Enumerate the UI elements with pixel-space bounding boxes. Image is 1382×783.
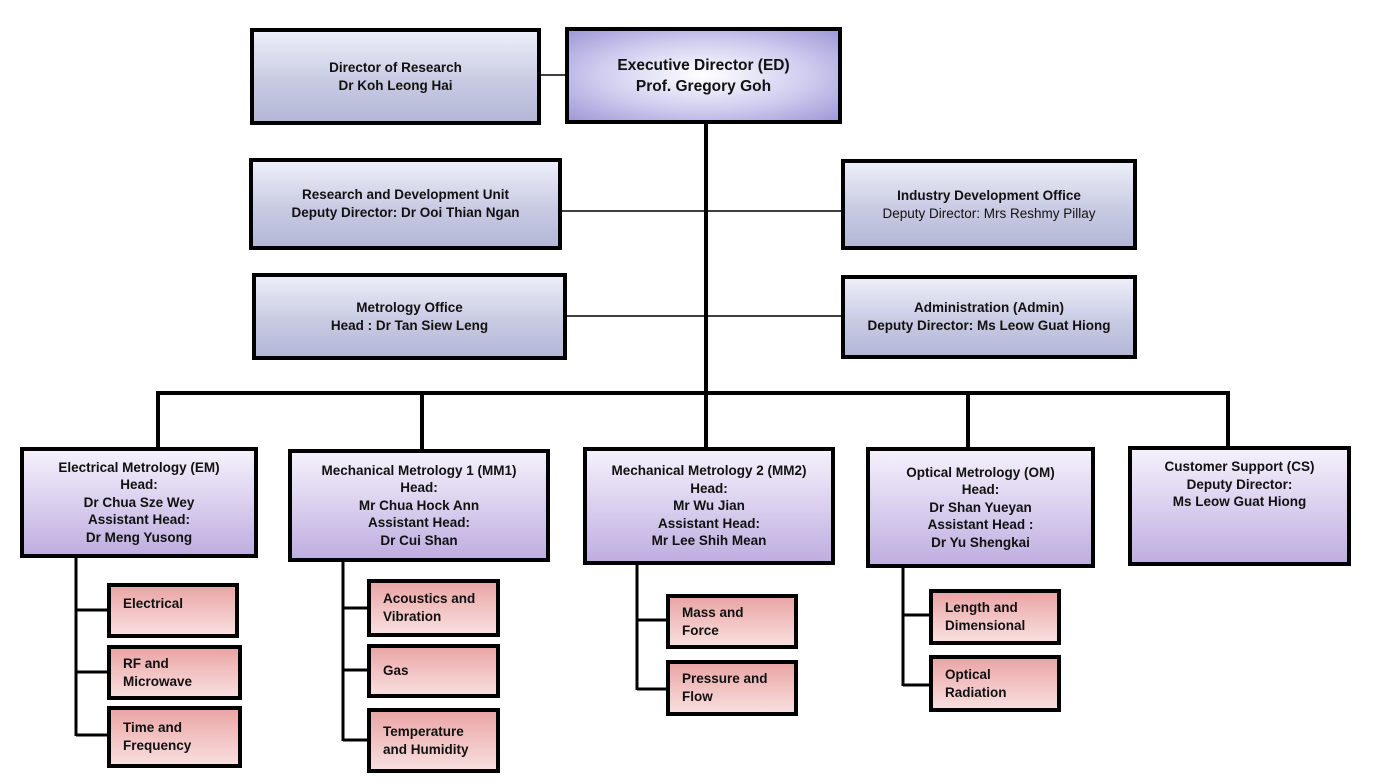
unit-temperature-humidity-box: Temperature and Humidity xyxy=(367,708,500,773)
executive-director-box: Executive Director (ED) Prof. Gregory Go… xyxy=(565,27,842,124)
department-mm1-box: Mechanical Metrology 1 (MM1) Head: Mr Ch… xyxy=(288,449,550,562)
unit-pressure-flow-line1: Pressure and xyxy=(682,671,768,686)
unit-mass-force-line2: Force xyxy=(682,622,719,638)
metrology-office-title: Metrology Office xyxy=(356,299,463,315)
administration-title: Administration (Admin) xyxy=(914,300,1064,315)
director-of-research-name: Dr Koh Leong Hai xyxy=(338,77,453,93)
department-cs-deputy: Ms Leow Guat Hiong xyxy=(1172,494,1307,509)
department-om-assistant-label: Assistant Head : xyxy=(927,517,1034,533)
department-mm1-head-label: Head: xyxy=(400,480,438,496)
unit-time-frequency-box: Time and Frequency xyxy=(107,706,242,768)
unit-acoustics-vibration-line1: Acoustics and xyxy=(383,591,476,606)
unit-temperature-humidity-line1: Temperature xyxy=(383,723,464,739)
department-em-box: Electrical Metrology (EM) Head: Dr Chua … xyxy=(20,447,258,558)
department-om-head: Dr Shan Yueyan xyxy=(929,499,1032,515)
department-em-assistant-label: Assistant Head: xyxy=(87,512,191,528)
department-em-head: Dr Chua Sze Wey xyxy=(83,494,195,510)
unit-gas-box: Gas xyxy=(367,644,500,698)
unit-pressure-flow-line2: Flow xyxy=(682,689,713,704)
metrology-office-box: Metrology Office Head : Dr Tan Siew Leng xyxy=(252,273,567,360)
director-of-research-title: Director of Research xyxy=(329,59,462,75)
executive-director-name: Prof. Gregory Goh xyxy=(635,77,772,95)
industry-office-box: Industry Development Office Deputy Direc… xyxy=(841,159,1137,250)
administration-subtitle: Deputy Director: Ms Leow Guat Hiong xyxy=(867,318,1111,333)
unit-mass-force-box: Mass and Force xyxy=(666,594,798,649)
unit-time-frequency-line1: Time and xyxy=(123,720,183,735)
director-of-research-box: Director of Research Dr Koh Leong Hai xyxy=(250,28,541,125)
department-om-box: Optical Metrology (OM) Head: Dr Shan Yue… xyxy=(866,447,1095,568)
department-om-head-label: Head: xyxy=(961,482,1000,498)
department-mm2-assistant: Mr Lee Shih Mean xyxy=(651,533,767,549)
unit-rf-microwave-line1: RF and xyxy=(123,655,169,671)
metrology-office-subtitle: Head : Dr Tan Siew Leng xyxy=(330,317,489,333)
unit-acoustics-vibration-box: Acoustics and Vibration xyxy=(367,579,500,637)
administration-box: Administration (Admin) Deputy Director: … xyxy=(841,275,1137,359)
unit-rf-microwave-line2: Microwave xyxy=(123,673,193,689)
unit-electrical-label: Electrical xyxy=(123,596,184,611)
department-mm2-head-label: Head: xyxy=(690,480,728,496)
industry-office-subtitle: Deputy Director: Mrs Reshmy Pillay xyxy=(882,205,1096,221)
department-om-assistant: Dr Yu Shengkai xyxy=(931,534,1030,550)
department-om-name: Optical Metrology (OM) xyxy=(906,464,1055,480)
rd-unit-subtitle: Deputy Director: Dr Ooi Thian Ngan xyxy=(291,205,520,220)
department-em-head-label: Head: xyxy=(120,477,158,493)
unit-temperature-humidity-line2: and Humidity xyxy=(383,741,469,757)
unit-optical-radiation-box: Optical Radiation xyxy=(929,655,1061,712)
unit-length-dimensional-line1: Length and xyxy=(945,600,1018,615)
department-mm2-box: Mechanical Metrology 2 (MM2) Head: Mr Wu… xyxy=(583,447,835,565)
unit-rf-microwave-box: RF and Microwave xyxy=(107,645,242,700)
department-em-assistant: Dr Meng Yusong xyxy=(85,529,193,545)
industry-office-title: Industry Development Office xyxy=(897,187,1081,203)
executive-director-title: Executive Director (ED) xyxy=(617,56,790,74)
department-mm2-name: Mechanical Metrology 2 (MM2) xyxy=(611,463,807,479)
department-mm2-head: Mr Wu Jian xyxy=(673,498,745,514)
unit-mass-force-line1: Mass and xyxy=(682,604,744,620)
unit-pressure-flow-box: Pressure and Flow xyxy=(666,660,798,716)
department-mm1-assistant: Dr Cui Shan xyxy=(380,532,458,548)
department-cs-name: Customer Support (CS) xyxy=(1164,459,1315,474)
department-mm1-head: Mr Chua Hock Ann xyxy=(358,497,480,513)
unit-optical-radiation-line2: Radiation xyxy=(945,684,1007,700)
unit-electrical-box: Electrical xyxy=(107,583,239,638)
department-cs-deputy-label: Deputy Director: xyxy=(1186,476,1293,492)
unit-gas-label: Gas xyxy=(383,663,409,678)
department-mm1-assistant-label: Assistant Head: xyxy=(367,515,471,531)
department-mm1-name: Mechanical Metrology 1 (MM1) xyxy=(321,462,517,478)
rd-unit-box: Research and Development Unit Deputy Dir… xyxy=(249,158,562,250)
unit-length-dimensional-line2: Dimensional xyxy=(945,618,1026,633)
rd-unit-title: Research and Development Unit xyxy=(301,187,510,202)
department-mm2-assistant-label: Assistant Head: xyxy=(657,515,761,531)
unit-optical-radiation-line1: Optical xyxy=(945,666,991,682)
department-em-name: Electrical Metrology (EM) xyxy=(58,459,220,475)
department-cs-box: Customer Support (CS) Deputy Director: M… xyxy=(1128,446,1351,566)
unit-time-frequency-line2: Frequency xyxy=(123,738,192,753)
unit-length-dimensional-box: Length and Dimensional xyxy=(929,589,1061,645)
unit-acoustics-vibration-line2b: Vibration xyxy=(383,609,442,624)
